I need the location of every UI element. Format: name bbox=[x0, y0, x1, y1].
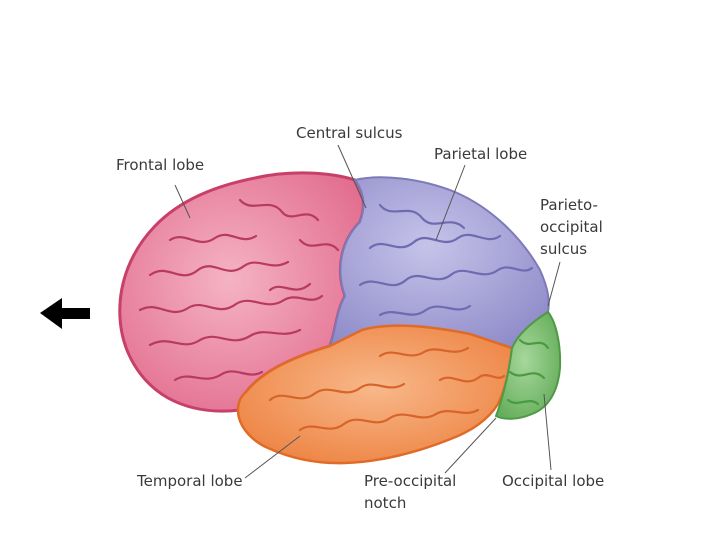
parietal-lobe-label: Parietal lobe bbox=[434, 145, 528, 163]
temporal-lobe-region bbox=[236, 324, 514, 465]
occipital-lobe-label: Occipital lobe bbox=[502, 472, 605, 490]
leader-line-central bbox=[337, 144, 367, 209]
parieto-occipital-sulcus-label: Parieto- occipital sulcus bbox=[540, 194, 603, 260]
leader-line-parieto-occipital bbox=[547, 261, 561, 307]
pre-occipital-line-2: notch bbox=[364, 494, 407, 512]
leader-line-parietal bbox=[435, 164, 466, 241]
temporal-lobe-label: Temporal lobe bbox=[137, 472, 243, 490]
left-arrow-icon bbox=[40, 298, 90, 329]
parieto-occipital-line-2: occipital bbox=[540, 218, 603, 236]
leader-line-frontal bbox=[174, 184, 191, 219]
leader-line-occipital bbox=[543, 393, 552, 471]
parietal-lobe-region bbox=[328, 176, 550, 350]
parieto-occipital-line-1: Parieto- bbox=[540, 196, 598, 214]
parieto-occipital-line-3: sulcus bbox=[540, 240, 588, 258]
leader-line-pre-occipital bbox=[444, 417, 497, 474]
gyri-texture bbox=[138, 198, 550, 432]
occipital-lobe-region bbox=[494, 310, 562, 420]
leader-line-temporal bbox=[244, 435, 301, 479]
pre-occipital-line-1: Pre-occipital bbox=[364, 472, 457, 490]
frontal-lobe-label: Frontal lobe bbox=[116, 156, 205, 174]
central-sulcus-label: Central sulcus bbox=[296, 124, 403, 142]
pre-occipital-notch-label: Pre-occipital notch bbox=[364, 470, 456, 514]
leader-lines bbox=[174, 144, 561, 479]
